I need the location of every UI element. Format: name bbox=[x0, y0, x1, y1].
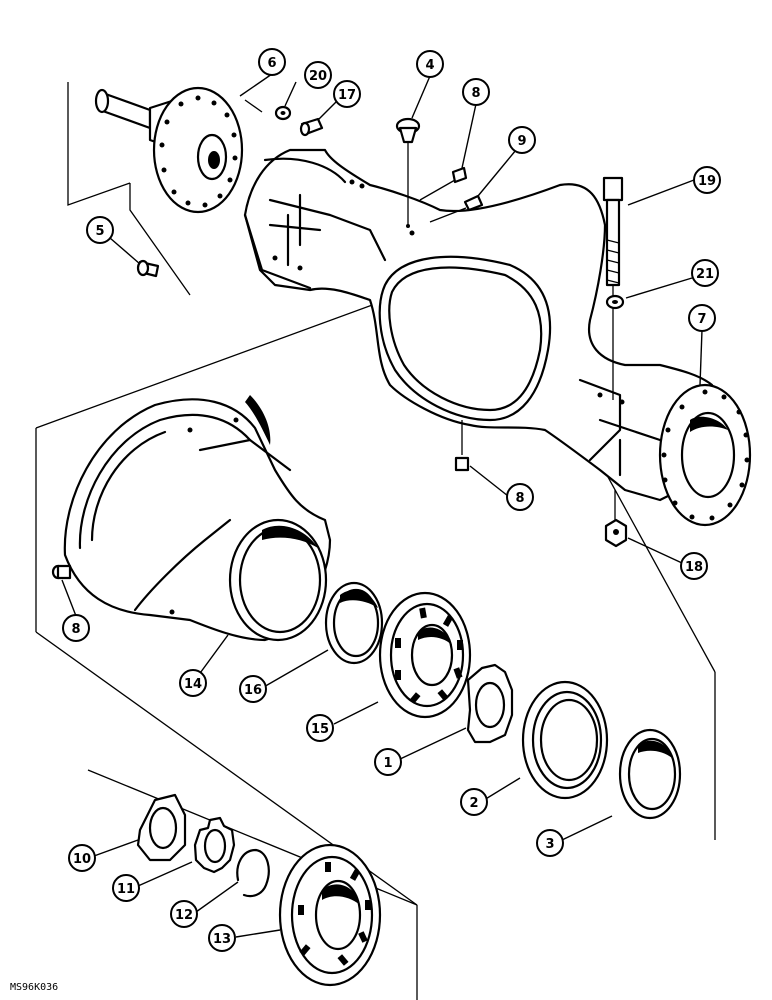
svg-text:14: 14 bbox=[184, 677, 202, 692]
svg-text:8: 8 bbox=[471, 86, 480, 101]
svg-text:17: 17 bbox=[338, 88, 356, 103]
callout-8-left: 8 bbox=[62, 614, 90, 642]
svg-text:3: 3 bbox=[545, 837, 554, 852]
svg-text:7: 7 bbox=[697, 312, 706, 327]
lock-washer-1 bbox=[466, 663, 514, 744]
axle-shaft-hub bbox=[94, 86, 244, 214]
bearing-13 bbox=[278, 843, 382, 987]
callout-17: 17 bbox=[333, 80, 361, 108]
svg-text:10: 10 bbox=[73, 852, 91, 867]
svg-text:11: 11 bbox=[117, 882, 135, 897]
callout-4: 4 bbox=[416, 50, 444, 78]
bolt-19 bbox=[602, 176, 624, 400]
svg-text:12: 12 bbox=[175, 908, 193, 923]
hub-housing-14 bbox=[51, 395, 332, 642]
svg-text:21: 21 bbox=[696, 267, 714, 282]
callout-11: 11 bbox=[112, 874, 140, 902]
callout-8-top: 8 bbox=[462, 78, 490, 106]
snap-ring-12 bbox=[236, 848, 270, 898]
callout-21: 21 bbox=[691, 259, 719, 287]
svg-text:2: 2 bbox=[469, 796, 478, 811]
leader-lines bbox=[61, 73, 703, 938]
axle-housing bbox=[243, 148, 722, 502]
svg-text:8: 8 bbox=[515, 491, 524, 506]
bolt-5 bbox=[136, 259, 160, 278]
callout-5: 5 bbox=[86, 216, 114, 244]
flange-bolt-holes bbox=[661, 389, 750, 521]
callout-14: 14 bbox=[179, 669, 207, 697]
right-flange bbox=[658, 383, 752, 527]
svg-text:1: 1 bbox=[383, 756, 392, 771]
callout-2: 2 bbox=[460, 788, 488, 816]
svg-text:9: 9 bbox=[517, 134, 526, 149]
seal-2 bbox=[521, 680, 609, 800]
callout-8-middle: 8 bbox=[506, 483, 534, 511]
svg-text:8: 8 bbox=[71, 622, 80, 637]
callout-3: 3 bbox=[536, 829, 564, 857]
bolt-17 bbox=[299, 117, 324, 137]
svg-text:16: 16 bbox=[244, 683, 262, 698]
nut-18 bbox=[604, 490, 628, 548]
callout-19: 19 bbox=[693, 166, 721, 194]
rollers bbox=[395, 607, 463, 704]
hub-bolt-holes bbox=[159, 95, 238, 208]
tab-washer-11 bbox=[193, 816, 236, 874]
svg-text:5: 5 bbox=[95, 224, 104, 239]
callout-15: 15 bbox=[306, 714, 334, 742]
washer-20 bbox=[274, 105, 292, 121]
breather-4 bbox=[395, 117, 421, 228]
callout-10: 10 bbox=[68, 844, 96, 872]
callout-20: 20 bbox=[304, 61, 332, 89]
callout-12: 12 bbox=[170, 900, 198, 928]
svg-text:15: 15 bbox=[311, 722, 329, 737]
callout-16: 16 bbox=[239, 675, 267, 703]
washer-21 bbox=[605, 294, 625, 310]
plug-8-top bbox=[419, 166, 468, 201]
fitting-9 bbox=[429, 194, 484, 223]
callout-1: 1 bbox=[374, 748, 402, 776]
callout-18: 18 bbox=[680, 552, 708, 580]
svg-text:20: 20 bbox=[309, 69, 327, 84]
svg-text:19: 19 bbox=[698, 174, 716, 189]
bearing-15 bbox=[378, 591, 472, 719]
plug-8-bottom bbox=[454, 420, 470, 472]
svg-text:4: 4 bbox=[425, 58, 434, 73]
callout-9: 9 bbox=[508, 126, 536, 154]
callout-6: 6 bbox=[258, 48, 286, 76]
svg-text:13: 13 bbox=[213, 932, 231, 947]
callout-13: 13 bbox=[208, 924, 236, 952]
bearing-cup-16 bbox=[324, 581, 384, 665]
svg-text:6: 6 bbox=[267, 56, 276, 71]
callout-7: 7 bbox=[688, 304, 716, 332]
figure-code: MS96K036 bbox=[10, 982, 58, 993]
svg-text:18: 18 bbox=[685, 560, 703, 575]
sleeve-3 bbox=[618, 728, 682, 820]
locknut-10 bbox=[136, 793, 187, 862]
